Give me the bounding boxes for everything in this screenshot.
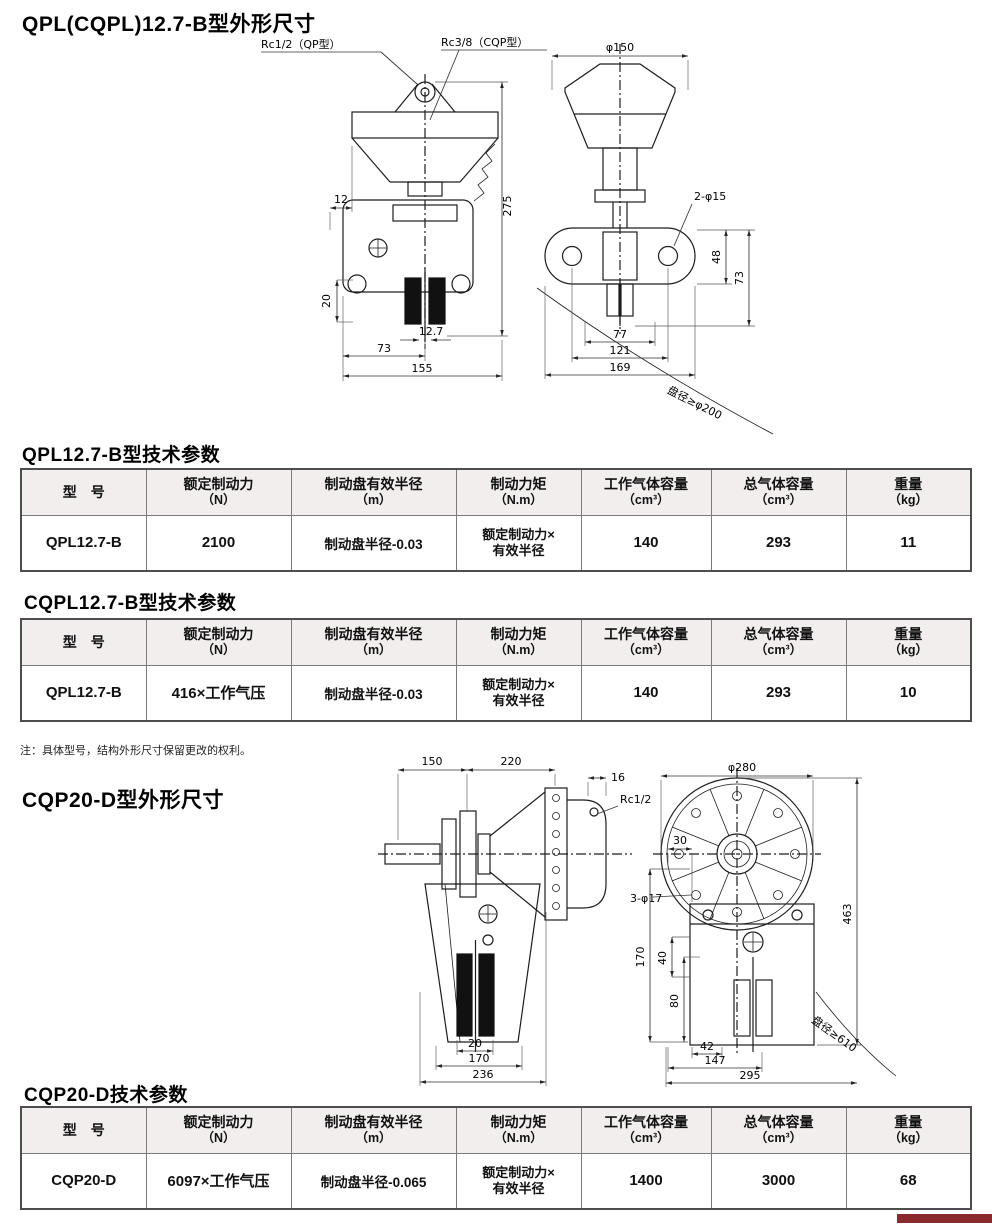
cell-weight: 68 <box>845 1152 972 1210</box>
cell-working-gas-volume: 140 <box>580 664 712 722</box>
cqp-front-view <box>653 768 897 1077</box>
dim-463: 463 <box>841 904 854 925</box>
dim-220: 220 <box>501 755 522 768</box>
label-rc12-qp: Rc1/2（QP型） <box>261 37 341 51</box>
col-header-weight: 重量（kg） <box>845 1106 972 1154</box>
section-title-qpl-outline: QPL(CQPL)12.7-B型外形尺寸 <box>22 13 316 36</box>
col-header-effective-radius: 制动盘有效半径（m） <box>290 1106 457 1154</box>
cell-working-gas-volume: 1400 <box>580 1152 712 1210</box>
page-footer-accent-bar <box>897 1214 992 1223</box>
dim-77: 77 <box>613 328 627 341</box>
cell-working-gas-volume: 140 <box>580 514 712 572</box>
table-row-qpl127b: QPL12.7-B 2100 制动盘半径-0.03 额定制动力×有效半径 140… <box>20 514 972 572</box>
cqpl127b-spec-table: 型 号 额定制动力（N） 制动盘有效半径（m） 制动力矩（N.m） 工作气体容量… <box>20 618 972 722</box>
cell-effective-radius: 制动盘半径-0.065 <box>290 1152 457 1210</box>
cell-torque: 额定制动力×有效半径 <box>455 664 582 722</box>
col-header-working-gas-volume: 工作气体容量（cm³） <box>580 618 712 666</box>
cell-rated-force: 416×工作气压 <box>145 664 292 722</box>
dim-170-left: 170 <box>634 947 647 968</box>
col-header-rated-force: 额定制动力（N） <box>145 618 292 666</box>
cell-rated-force: 2100 <box>145 514 292 572</box>
dim-20: 20 <box>468 1037 482 1050</box>
cell-weight: 10 <box>845 664 972 722</box>
cell-model: CQP20-D <box>20 1152 147 1210</box>
col-header-model: 型 号 <box>20 468 147 516</box>
qpl-side-view <box>342 74 499 349</box>
table-header-row: 型 号 额定制动力（N） 制动盘有效半径（m） 制动力矩（N.m） 工作气体容量… <box>20 1106 972 1154</box>
col-header-rated-force: 额定制动力（N） <box>145 468 292 516</box>
qpl-dimensions: Rc1/2（QP型） Rc3/8（CQP型） 275 12 20 12.7 <box>261 35 755 422</box>
col-header-working-gas-volume: 工作气体容量（cm³） <box>580 1106 712 1154</box>
col-header-total-gas-volume: 总气体容量（cm³） <box>710 1106 847 1154</box>
cell-model: QPL12.7-B <box>20 664 147 722</box>
col-header-effective-radius: 制动盘有效半径（m） <box>290 468 457 516</box>
cell-total-gas-volume: 293 <box>710 514 847 572</box>
cell-model: QPL12.7-B <box>20 514 147 572</box>
dim-48: 48 <box>710 250 723 264</box>
cell-torque: 额定制动力×有效半径 <box>455 1152 582 1210</box>
col-header-rated-force: 额定制动力（N） <box>145 1106 292 1154</box>
label-rc38-cqp: Rc3/8（CQP型） <box>441 35 528 49</box>
label-rc12: Rc1/2 <box>620 793 651 806</box>
dim-73-right: 73 <box>733 271 746 285</box>
cell-torque: 额定制动力×有效半径 <box>455 514 582 572</box>
table-row-cqp20d: CQP20-D 6097×工作气压 制动盘半径-0.065 额定制动力×有效半径… <box>20 1152 972 1210</box>
table-title-cqpl-params: CQPL12.7-B型技术参数 <box>24 593 237 614</box>
cell-effective-radius: 制动盘半径-0.03 <box>290 664 457 722</box>
cell-total-gas-volume: 3000 <box>710 1152 847 1210</box>
dim-30: 30 <box>673 834 687 847</box>
qpl127b-spec-table: 型 号 额定制动力（N） 制动盘有效半径（m） 制动力矩（N.m） 工作气体容量… <box>20 468 972 572</box>
cell-rated-force: 6097×工作气压 <box>145 1152 292 1210</box>
table-header-row: 型 号 额定制动力（N） 制动盘有效半径（m） 制动力矩（N.m） 工作气体容量… <box>20 618 972 666</box>
col-header-total-gas-volume: 总气体容量（cm³） <box>710 468 847 516</box>
dim-121: 121 <box>610 344 631 357</box>
dim-3-phi17: 3-φ17 <box>630 892 662 905</box>
dim-disc-diameter-note: 盘径≥610 <box>809 1013 859 1055</box>
col-header-weight: 重量（kg） <box>845 468 972 516</box>
col-header-model: 型 号 <box>20 1106 147 1154</box>
col-header-weight: 重量（kg） <box>845 618 972 666</box>
dim-147: 147 <box>705 1054 726 1067</box>
qpl-front-view <box>536 44 774 435</box>
dim-170-bottom: 170 <box>469 1052 490 1065</box>
footnote: 注：具体型号，结构外形尺寸保留更改的权利。 <box>20 745 251 757</box>
cqp-dimensions: 150 220 16 Rc1/2 20 170 236 φ280 <box>397 755 862 1087</box>
dim-42: 42 <box>700 1040 714 1053</box>
table-title-cqp20-params: CQP20-D技术参数 <box>24 1085 188 1106</box>
dim-12-7: 12.7 <box>419 325 444 338</box>
dim-20: 20 <box>320 294 333 308</box>
qpl127b-outline-drawing: Rc1/2（QP型） Rc3/8（CQP型） 275 12 20 12.7 <box>261 35 774 435</box>
table-title-qpl-params: QPL12.7-B型技术参数 <box>22 445 221 466</box>
section-title-cqp20-outline: CQP20-D型外形尺寸 <box>22 789 225 812</box>
dim-2-phi15: 2-φ15 <box>694 190 726 203</box>
cqp20d-spec-table: 型 号 额定制动力（N） 制动盘有效半径（m） 制动力矩（N.m） 工作气体容量… <box>20 1106 972 1210</box>
dim-275: 275 <box>501 196 514 217</box>
col-header-effective-radius: 制动盘有效半径（m） <box>290 618 457 666</box>
col-header-working-gas-volume: 工作气体容量（cm³） <box>580 468 712 516</box>
cqp20d-outline-drawing: 150 220 16 Rc1/2 20 170 236 φ280 <box>378 755 897 1087</box>
dim-295: 295 <box>740 1069 761 1082</box>
dim-phi150: φ150 <box>606 41 634 54</box>
dim-150: 150 <box>422 755 443 768</box>
col-header-total-gas-volume: 总气体容量（cm³） <box>710 618 847 666</box>
cell-effective-radius: 制动盘半径-0.03 <box>290 514 457 572</box>
dim-12: 12 <box>334 193 348 206</box>
dim-155: 155 <box>412 362 433 375</box>
dim-16: 16 <box>611 771 625 784</box>
dim-236: 236 <box>473 1068 494 1081</box>
col-header-torque: 制动力矩（N.m） <box>455 618 582 666</box>
col-header-model: 型 号 <box>20 618 147 666</box>
table-header-row: 型 号 额定制动力（N） 制动盘有效半径（m） 制动力矩（N.m） 工作气体容量… <box>20 468 972 516</box>
cqp-side-view <box>378 787 632 1052</box>
col-header-torque: 制动力矩（N.m） <box>455 468 582 516</box>
dim-169: 169 <box>610 361 631 374</box>
cell-total-gas-volume: 293 <box>710 664 847 722</box>
dim-phi280: φ280 <box>728 761 756 774</box>
dim-40: 40 <box>656 951 669 965</box>
table-row-cqpl127b: QPL12.7-B 416×工作气压 制动盘半径-0.03 额定制动力×有效半径… <box>20 664 972 722</box>
dim-80: 80 <box>668 994 681 1008</box>
dim-73-left: 73 <box>377 342 391 355</box>
cell-weight: 11 <box>845 514 972 572</box>
col-header-torque: 制动力矩（N.m） <box>455 1106 582 1154</box>
